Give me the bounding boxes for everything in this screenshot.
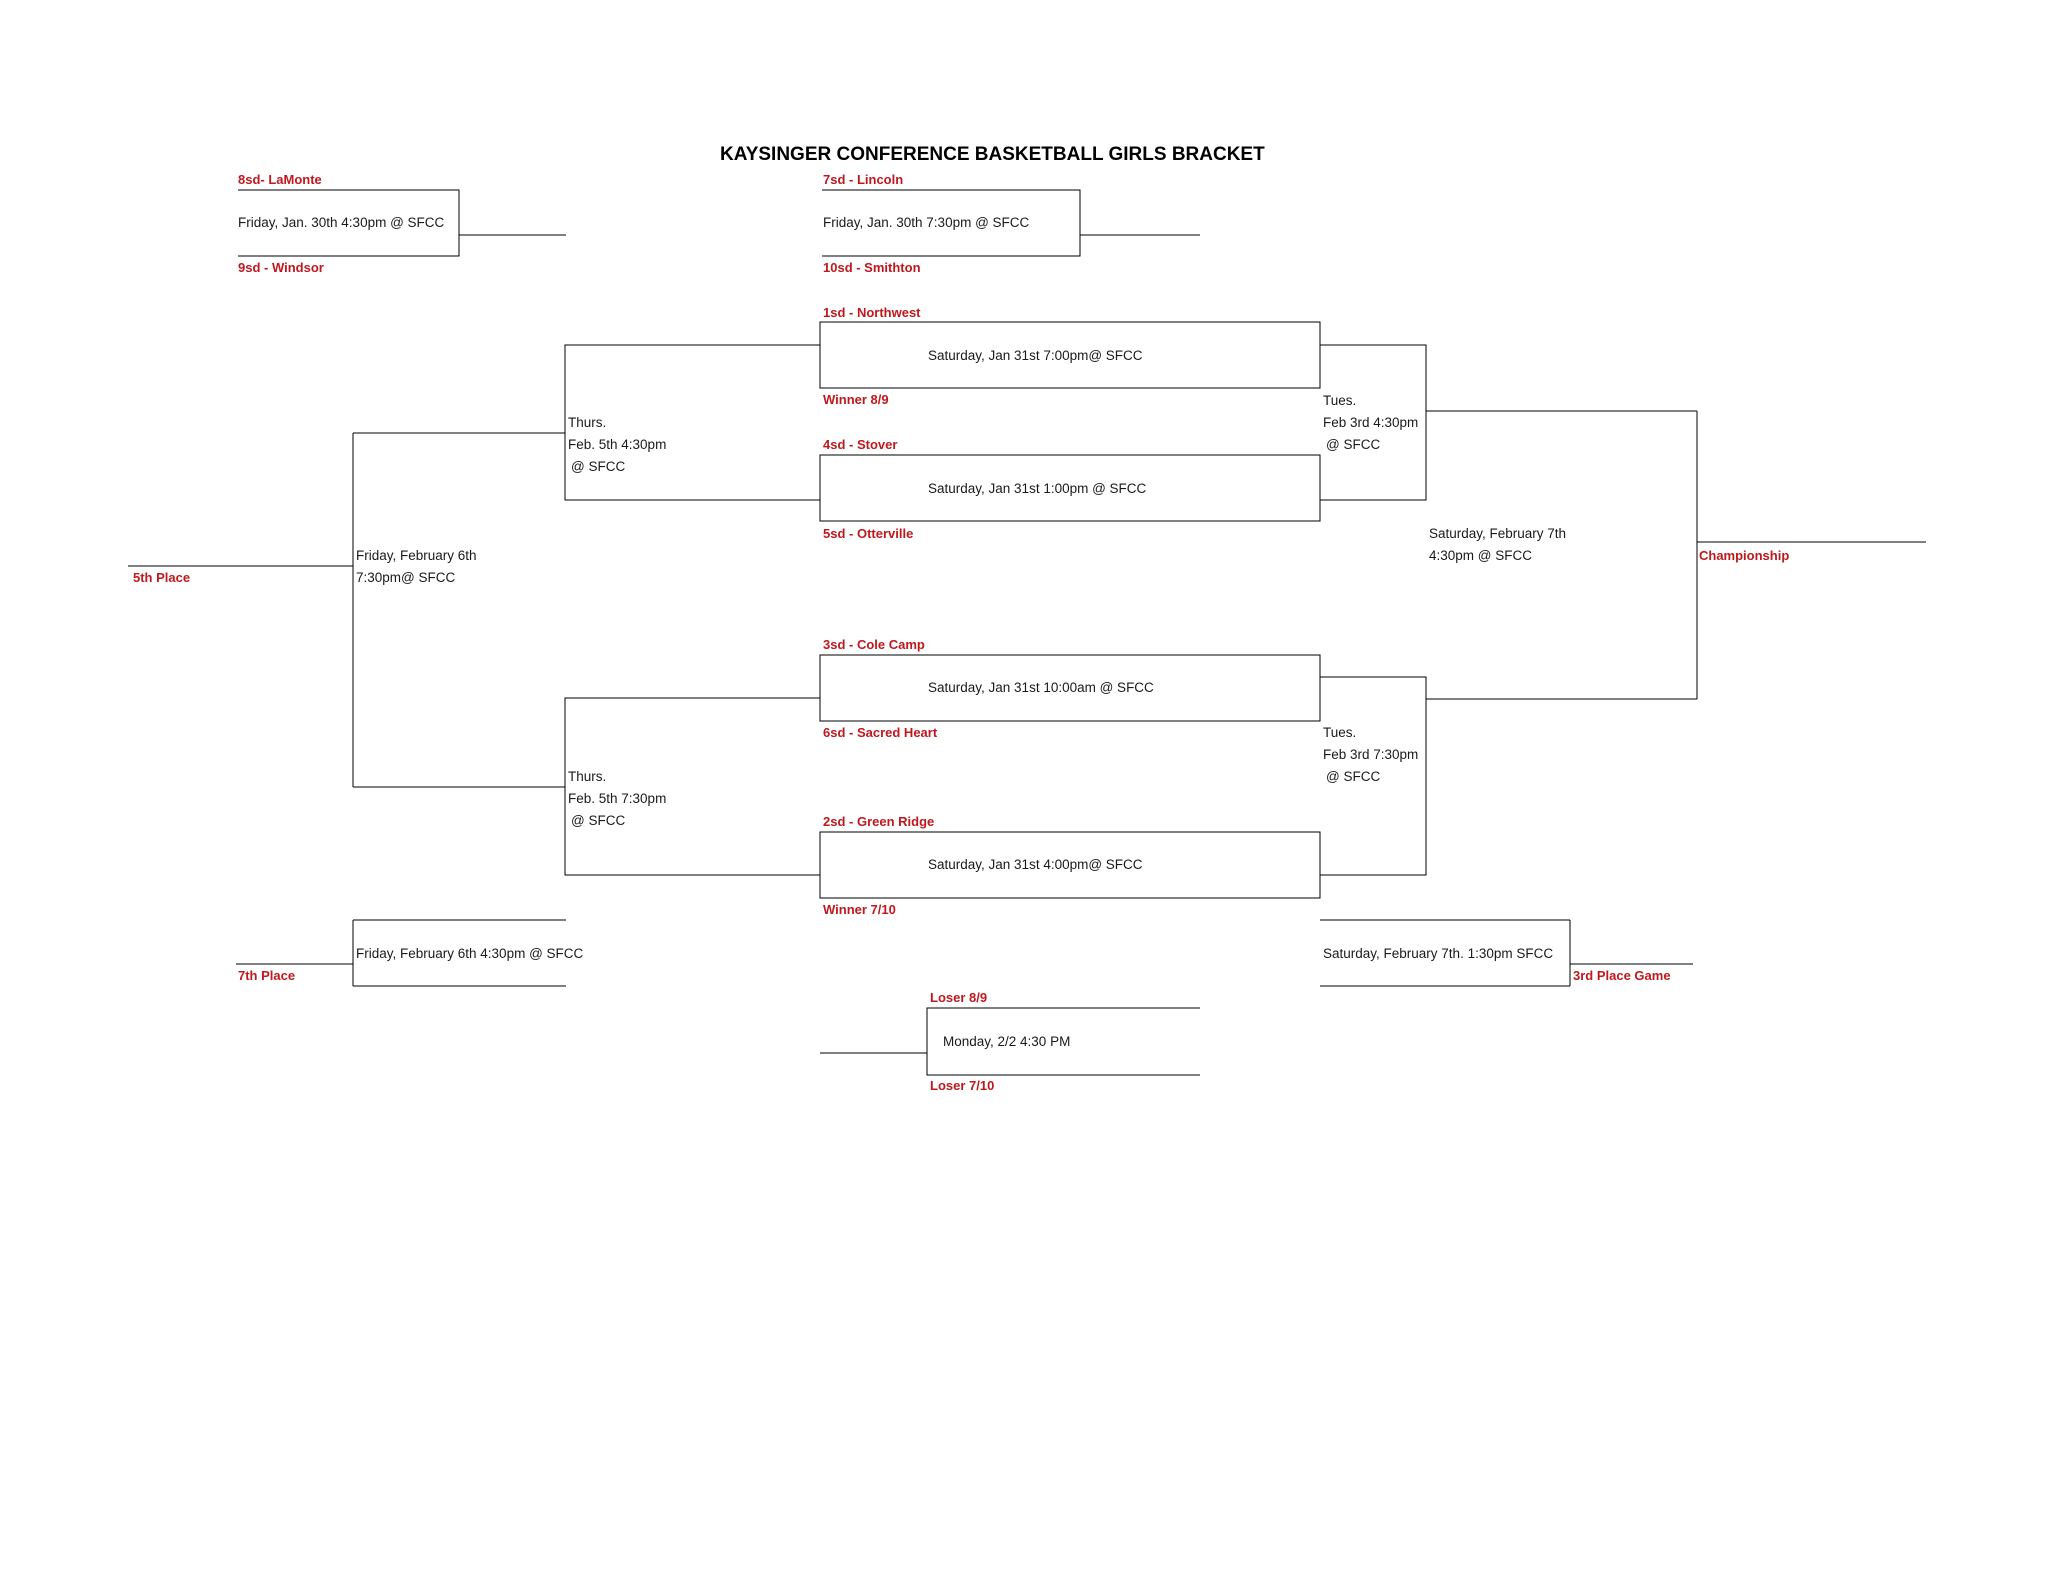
qf4-top-team: 2sd - Green Ridge xyxy=(823,814,935,829)
fifth-place-bracket xyxy=(128,433,354,787)
third-place-schedule: Saturday, February 7th. 1:30pm SFCC xyxy=(1323,946,1554,961)
semifinal-top-bracket xyxy=(1320,344,1697,501)
qf1-top-team: 1sd - Northwest xyxy=(823,305,921,320)
consolation-bottom-date: Feb. 5th 7:30pm xyxy=(568,791,667,806)
play-in-1-top-team: 8sd- LaMonte xyxy=(238,172,322,187)
semifinal-bottom-venue: @ SFCC xyxy=(1326,769,1381,784)
semifinal-top-date: Feb 3rd 4:30pm xyxy=(1323,415,1419,430)
qf1-schedule: Saturday, Jan 31st 7:00pm@ SFCC xyxy=(928,348,1143,363)
qf3-schedule: Saturday, Jan 31st 10:00am @ SFCC xyxy=(928,680,1154,695)
losers-game-bracket xyxy=(820,1007,1200,1076)
qf1-bottom-team: Winner 8/9 xyxy=(823,392,889,407)
play-in-2-bracket xyxy=(822,189,1200,257)
consolation-top-date: Feb. 5th 4:30pm xyxy=(568,437,667,452)
semifinal-bottom-bracket xyxy=(1320,676,1697,876)
seventh-place-label: 7th Place xyxy=(238,968,296,983)
championship-date: Saturday, February 7th xyxy=(1429,526,1567,541)
championship-time: 4:30pm @ SFCC xyxy=(1429,548,1532,563)
qf2-top-team: 4sd - Stover xyxy=(823,437,898,452)
qf4-box xyxy=(819,831,1321,899)
semifinal-top-day: Tues. xyxy=(1323,393,1357,408)
consolation-top-venue: @ SFCC xyxy=(571,459,626,474)
semifinal-bottom-day: Tues. xyxy=(1323,725,1357,740)
fifth-place-label: 5th Place xyxy=(133,570,191,585)
qf2-box xyxy=(819,454,1321,522)
qf2-schedule: Saturday, Jan 31st 1:00pm @ SFCC xyxy=(928,481,1147,496)
play-in-2-bottom-team: 10sd - Smithton xyxy=(823,260,921,275)
play-in-1-bracket xyxy=(238,189,566,257)
play-in-1-schedule: Friday, Jan. 30th 4:30pm @ SFCC xyxy=(238,215,445,230)
consolation-bottom-day: Thurs. xyxy=(568,769,607,784)
play-in-2-top-team: 7sd - Lincoln xyxy=(823,172,904,187)
fifth-place-time: 7:30pm@ SFCC xyxy=(356,570,456,585)
third-place-bracket xyxy=(1320,919,1693,987)
play-in-1-bottom-team: 9sd - Windsor xyxy=(238,260,324,275)
qf4-bottom-team: Winner 7/10 xyxy=(823,902,896,917)
qf3-bottom-team: 6sd - Sacred Heart xyxy=(823,725,938,740)
bracket-title: KAYSINGER CONFERENCE BASKETBALL GIRLS BR… xyxy=(720,144,1265,165)
championship-bracket xyxy=(1696,411,1926,699)
losers-game-bottom-team: Loser 7/10 xyxy=(930,1078,995,1093)
play-in-2-schedule: Friday, Jan. 30th 7:30pm @ SFCC xyxy=(823,215,1030,230)
consolation-top-bracket xyxy=(353,344,820,501)
third-place-label: 3rd Place Game xyxy=(1573,968,1671,983)
seventh-place-schedule: Friday, February 6th 4:30pm @ SFCC xyxy=(356,946,584,961)
qf2-bottom-team: 5sd - Otterville xyxy=(823,526,914,541)
qf1-box xyxy=(819,321,1321,389)
qf4-schedule: Saturday, Jan 31st 4:00pm@ SFCC xyxy=(928,857,1143,872)
semifinal-bottom-date: Feb 3rd 7:30pm xyxy=(1323,747,1419,762)
qf3-top-team: 3sd - Cole Camp xyxy=(823,637,925,652)
consolation-bottom-bracket xyxy=(353,697,820,876)
semifinal-top-venue: @ SFCC xyxy=(1326,437,1381,452)
consolation-top-day: Thurs. xyxy=(568,415,607,430)
consolation-bottom-venue: @ SFCC xyxy=(571,813,626,828)
losers-game-schedule: Monday, 2/2 4:30 PM xyxy=(943,1034,1071,1049)
fifth-place-date: Friday, February 6th xyxy=(356,548,477,563)
seventh-place-bracket xyxy=(236,919,566,987)
qf3-box xyxy=(819,654,1321,722)
losers-game-top-team: Loser 8/9 xyxy=(930,990,988,1005)
championship-label: Championship xyxy=(1699,548,1790,563)
